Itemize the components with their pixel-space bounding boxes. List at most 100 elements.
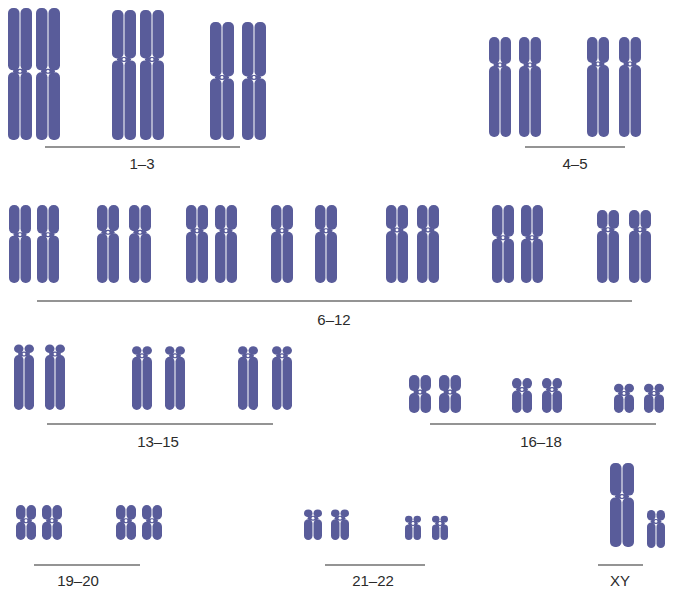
chromatid-arm (531, 66, 542, 137)
chromatid-arm (327, 232, 338, 283)
centromere-dot (221, 76, 224, 79)
chromatid-arm (409, 393, 420, 413)
centromere-dot (653, 392, 656, 395)
centromere-dot (139, 231, 142, 234)
centromere-dot (19, 70, 22, 73)
group-underline (430, 423, 656, 424)
chromatid-arm (283, 357, 293, 410)
chromosome (619, 37, 641, 137)
centromere-dot (19, 233, 22, 236)
chromosome (521, 205, 543, 283)
chromatid-arm (629, 231, 640, 283)
chromosome (16, 505, 36, 540)
chromatid-arm (421, 375, 432, 391)
chromatid-arm (16, 522, 26, 540)
chromatid-arm (129, 233, 140, 283)
chromosome (597, 210, 619, 283)
chromatid-arm (489, 66, 500, 137)
centromere-dot (339, 517, 342, 520)
chromatid-arm (129, 205, 140, 231)
chromosome (142, 505, 162, 540)
centromere-dot (281, 354, 284, 357)
chromatid-arm (341, 519, 350, 540)
chromosome (519, 37, 541, 137)
chromatid-arm (587, 37, 598, 63)
chromatid-arm (116, 522, 126, 540)
chromatid-arm (501, 37, 512, 64)
chromatid-arm (421, 393, 432, 413)
centromere (308, 516, 319, 521)
centromere-dot (174, 354, 177, 357)
centromere-dot (107, 231, 110, 234)
chromosome (386, 205, 408, 283)
chromatid-arm (609, 210, 620, 229)
centromere (275, 228, 288, 233)
chromatid-arm (49, 8, 61, 70)
centromere-dot (427, 229, 430, 232)
centromere (41, 69, 55, 74)
chromatid-arm (429, 205, 440, 229)
chromatid-arm (542, 391, 552, 413)
centromere-dot (502, 236, 505, 239)
centromere (618, 391, 630, 396)
chromatid-arm (331, 519, 340, 540)
centromere-dot (396, 229, 399, 232)
centromere-dot (47, 70, 50, 73)
chromatid-arm (49, 236, 60, 283)
centromere (13, 232, 26, 237)
centromere (335, 516, 346, 521)
centromere (443, 390, 456, 395)
chromatid-arm (599, 37, 610, 63)
chromatid-arm (25, 355, 35, 410)
centromere (169, 353, 181, 358)
chromatid-arm (140, 10, 152, 58)
centromere-dot (325, 229, 328, 232)
chromatid-arm (198, 232, 209, 283)
centromere (435, 521, 445, 526)
centromere (136, 353, 148, 358)
chromatid-arm (53, 505, 63, 520)
chromatid-arm (597, 231, 608, 283)
chromatid-arm (255, 78, 267, 140)
chromosome (542, 378, 562, 413)
centromere (651, 519, 662, 524)
chromosome (432, 516, 448, 540)
chromosome (439, 375, 461, 413)
chromatid-arm (153, 10, 165, 58)
centromere-dot (23, 353, 26, 356)
chromatid-arm (314, 519, 323, 540)
chromatid-arm (215, 205, 226, 230)
centromere-dot (419, 391, 422, 394)
chromatid-arm (451, 393, 462, 413)
centromere (49, 352, 61, 357)
chromatid-arm (441, 525, 449, 541)
group-label: 21–22 (350, 573, 396, 588)
chromatid-arm (623, 498, 635, 547)
chromatid-arm (176, 357, 186, 410)
chromatid-arm (386, 231, 397, 283)
centromere (247, 75, 261, 80)
chromosome (45, 345, 65, 410)
chromatid-arm (112, 60, 124, 140)
chromatid-arm (37, 236, 48, 283)
group-underline (34, 564, 140, 565)
chromosome (116, 505, 136, 540)
chromosome (215, 205, 237, 283)
chromatid-arm (599, 65, 610, 137)
chromosome (140, 10, 164, 140)
chromatid-arm (112, 10, 124, 58)
centromere (390, 227, 403, 232)
chromatid-arm (501, 66, 512, 137)
chromatid-arm (16, 505, 26, 520)
chromatid-arm (531, 37, 542, 64)
centromere (413, 390, 426, 395)
centromere (493, 63, 506, 68)
chromosome (512, 378, 532, 413)
centromere (591, 62, 604, 67)
chromatid-arm (519, 37, 530, 64)
chromatid-arm (165, 357, 175, 410)
chromatid-arm (610, 463, 622, 496)
centromere (525, 235, 538, 240)
centromere (133, 230, 146, 235)
chromatid-arm (97, 205, 108, 231)
